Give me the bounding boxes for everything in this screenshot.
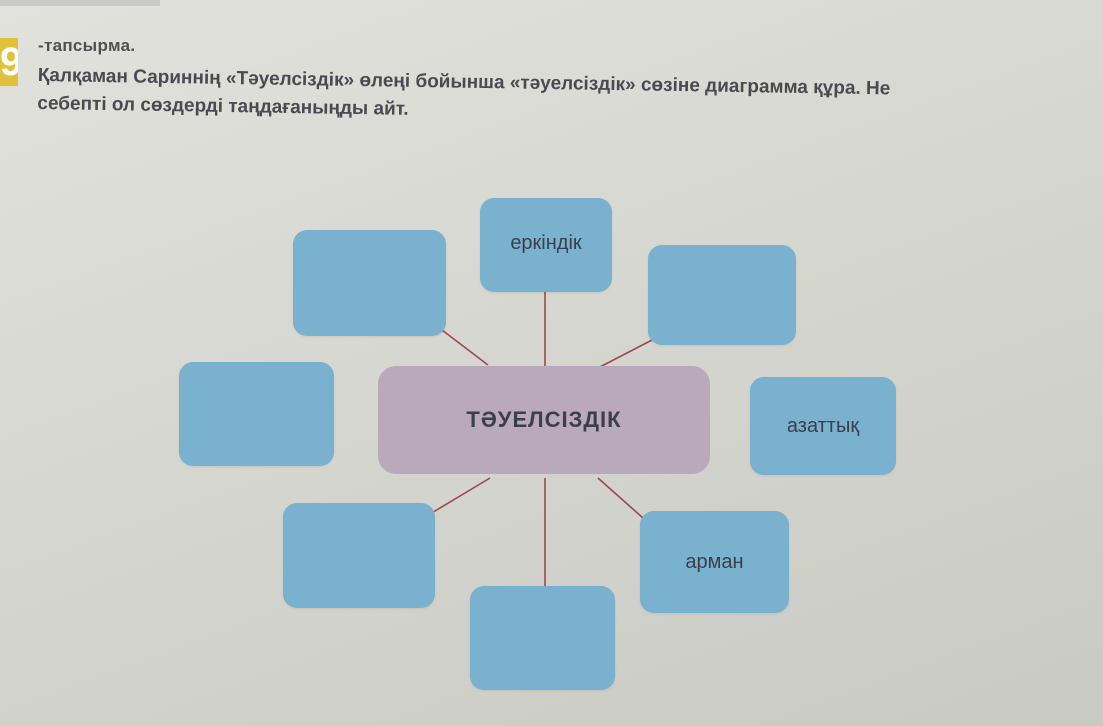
node-right[interactable]: азаттық — [750, 377, 896, 475]
node-top-right[interactable] — [648, 245, 796, 345]
connector-top-right — [597, 339, 653, 369]
connector-bottom-right — [597, 477, 644, 519]
node-top-left[interactable] — [293, 230, 446, 336]
task-number-badge: 9 — [0, 38, 18, 86]
center-node[interactable]: ТӘУЕЛСІЗДІК — [378, 366, 710, 474]
node-bottom-left[interactable] — [283, 503, 435, 608]
connector-top-left — [441, 329, 489, 366]
node-bottom-right-label: арман — [685, 550, 744, 573]
node-left[interactable] — [179, 362, 334, 466]
node-bottom[interactable] — [470, 586, 615, 690]
node-top[interactable]: еркіндік — [480, 198, 612, 292]
connector-bottom-left — [429, 477, 491, 515]
node-right-label: азаттық — [786, 414, 860, 437]
node-top-label: еркіндік — [510, 232, 582, 254]
task-label: -тапсырма. — [38, 36, 136, 55]
center-node-label: ТӘУЕЛСІЗДІК — [466, 407, 622, 432]
node-bottom-right[interactable]: арман — [640, 511, 789, 613]
page-top-strip — [0, 0, 160, 6]
